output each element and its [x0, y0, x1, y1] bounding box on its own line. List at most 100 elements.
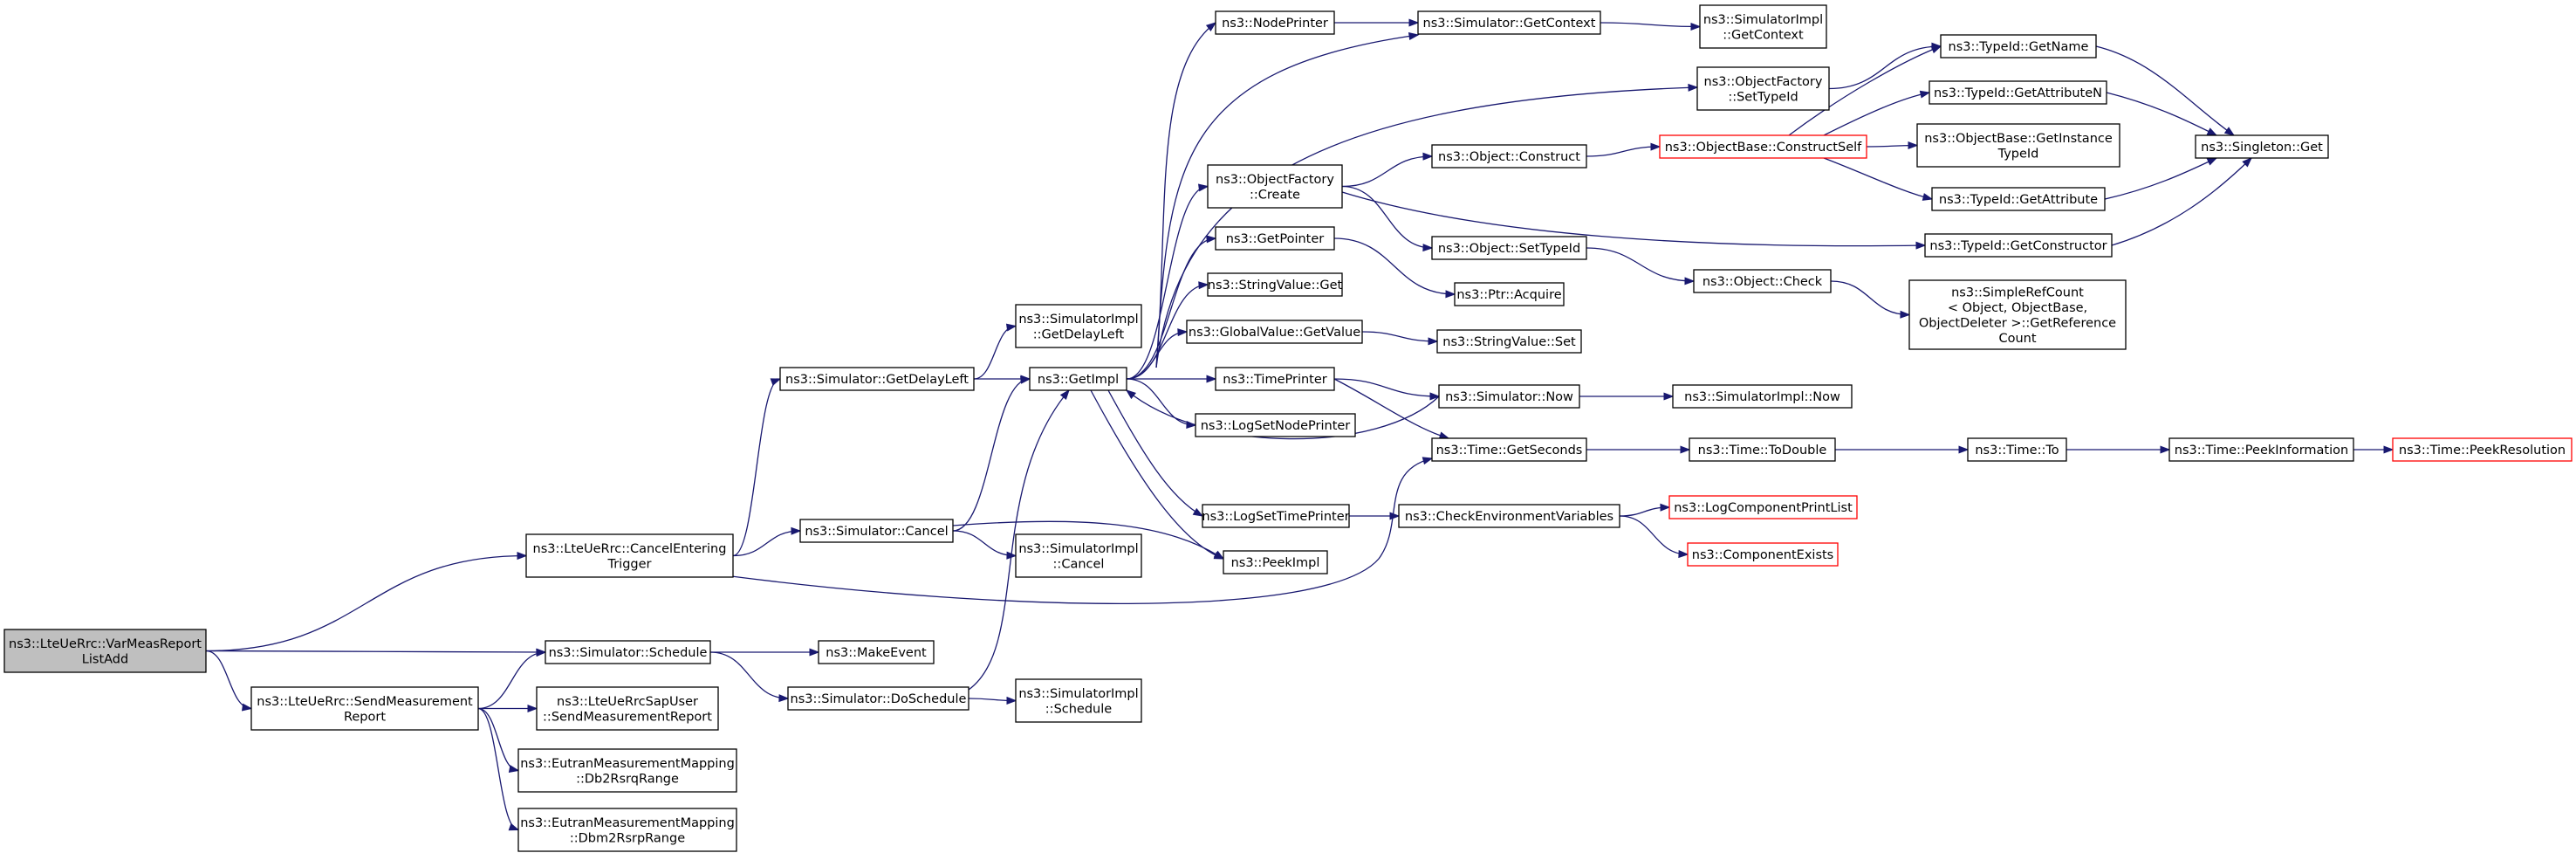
function-node[interactable]: ns3::ComponentExists	[1687, 542, 1839, 567]
function-node[interactable]: ns3::CheckEnvironmentVariables	[1398, 504, 1620, 528]
node-label: ns3::Simulator::Now	[1445, 390, 1573, 404]
arrowhead	[1922, 193, 1934, 201]
arrowhead	[1931, 42, 1942, 51]
node-box	[1672, 384, 1853, 409]
arrowhead	[508, 822, 520, 831]
function-node[interactable]: ns3::Simulator::GetDelayLeft	[779, 367, 975, 391]
function-node[interactable]: ns3::TypeId::GetAttributeN	[1929, 80, 2107, 105]
arrowhead	[1908, 141, 1919, 150]
node-label: TypeId	[1997, 147, 2039, 161]
node-label: ns3::SimulatorImpl	[1703, 13, 1823, 27]
node-box	[1207, 164, 1343, 209]
arrowhead	[2206, 127, 2218, 136]
node-label: ns3::MakeEvent	[826, 646, 927, 660]
node-box	[1687, 542, 1839, 567]
node-box	[1693, 269, 1832, 293]
node-box	[1967, 437, 2067, 462]
arrowhead	[1408, 32, 1420, 40]
function-node[interactable]: ns3::Simulator::Cancel	[799, 519, 954, 543]
node-label: ns3::Object::Construct	[1438, 150, 1580, 164]
arrowhead	[1650, 142, 1661, 151]
node-label: ns3::Ptr::Acquire	[1456, 288, 1561, 302]
call-edge	[973, 325, 1017, 380]
function-node[interactable]: ns3::PeekImpl	[1223, 550, 1328, 574]
call-edge	[1828, 45, 1942, 90]
function-node[interactable]: ns3::StringValue::Set	[1436, 329, 1582, 354]
arrowhead	[1915, 241, 1927, 250]
function-node[interactable]: ns3::Singleton::Get	[2195, 134, 2329, 159]
function-node[interactable]: ns3::GetPointer	[1215, 226, 1335, 251]
call-graph-nodes: ns3::LteUeRrc::VarMeasReportListAddns3::…	[3, 4, 2573, 852]
function-node[interactable]: ns3::Simulator::GetContext	[1417, 10, 1601, 35]
node-label: ns3::Singleton::Get	[2201, 141, 2323, 155]
node-label: ns3::Simulator::GetDelayLeft	[785, 373, 969, 387]
function-node[interactable]: ns3::Simulator::DoSchedule	[787, 686, 969, 711]
function-node[interactable]: ns3::EutranMeasurementMapping::Db2RsrqRa…	[517, 748, 737, 793]
function-node[interactable]: ns3::Object::Construct	[1431, 144, 1587, 169]
call-edge	[1126, 389, 1440, 440]
node-box	[250, 686, 479, 731]
function-node[interactable]: ns3::TypeId::GetConstructor	[1924, 233, 2113, 258]
function-node[interactable]: ns3::SimulatorImpl::GetContext	[1699, 4, 1827, 49]
function-node[interactable]: ns3::NodePrinter	[1215, 10, 1335, 35]
function-node[interactable]: ns3::SimulatorImpl::Cancel	[1015, 533, 1142, 578]
function-node[interactable]: ns3::LteUeRrcSapUser::SendMeasurementRep…	[536, 686, 719, 731]
node-box	[818, 640, 935, 664]
node-label: ns3::Simulator::Cancel	[805, 525, 948, 539]
function-node[interactable]: ns3::Time::PeekInformation	[2168, 437, 2354, 462]
function-node[interactable]: ns3::GlobalValue::GetValue	[1186, 320, 1363, 344]
function-node[interactable]: ns3::SimulatorImpl::GetDelayLeft	[1015, 304, 1142, 348]
function-node[interactable]: ns3::Time::PeekResolution	[2392, 437, 2573, 462]
function-node[interactable]: ns3::Simulator::Now	[1438, 384, 1580, 409]
node-label: ns3::GetImpl	[1038, 373, 1119, 387]
function-node[interactable]: ns3::Simulator::Schedule	[545, 640, 711, 664]
function-node[interactable]: ns3::ObjectFactory::SetTypeId	[1696, 66, 1830, 111]
call-edge	[1341, 185, 1433, 249]
arrowhead	[1690, 22, 1702, 31]
call-graph-edges	[205, 18, 2394, 831]
arrowhead	[1422, 152, 1434, 161]
arrowhead	[1958, 445, 1970, 454]
function-node[interactable]: ns3::SimulatorImpl::Now	[1672, 384, 1853, 409]
function-node[interactable]: ns3::ObjectFactory::Create	[1207, 164, 1343, 209]
function-node[interactable]: ns3::SimulatorImpl::Schedule	[1015, 678, 1142, 723]
node-box	[2168, 437, 2354, 462]
node-label: ::Schedule	[1045, 702, 1112, 716]
function-node[interactable]: ns3::TypeId::GetName	[1940, 34, 2097, 58]
function-node[interactable]: ns3::LteUeRrc::SendMeasurementReport	[250, 686, 479, 731]
function-node[interactable]: ns3::SimpleRefCount< Object, ObjectBase,…	[1908, 279, 2127, 350]
function-node[interactable]: ns3::Time::GetSeconds	[1431, 437, 1587, 462]
function-node[interactable]: ns3::Object::Check	[1693, 269, 1832, 293]
function-node[interactable]: ns3::Ptr::Acquire	[1454, 282, 1565, 306]
arrowhead	[2383, 445, 2394, 454]
function-node[interactable]: ns3::Time::ToDouble	[1689, 437, 1836, 462]
arrowhead	[2242, 157, 2253, 168]
node-box	[1438, 384, 1580, 409]
arrowhead	[1205, 22, 1217, 32]
function-node[interactable]: ns3::Time::To	[1967, 437, 2067, 462]
function-node[interactable]: ns3::Object::SetTypeId	[1431, 236, 1587, 260]
node-label: ns3::Time::ToDouble	[1698, 444, 1827, 457]
function-node[interactable]: ns3::MakeEvent	[818, 640, 935, 664]
node-box	[1908, 279, 2127, 350]
node-label: ::GetDelayLeft	[1033, 327, 1125, 341]
function-node[interactable]: ns3::StringValue::Get	[1207, 272, 1343, 297]
function-node[interactable]: ns3::TypeId::GetAttribute	[1931, 187, 2106, 211]
function-node[interactable]: ns3::LogSetNodePrinter	[1195, 413, 1356, 437]
arrowhead	[1428, 337, 1439, 346]
node-box	[1015, 533, 1142, 578]
function-node[interactable]: ns3::EutranMeasurementMapping::Dbm2RsrpR…	[517, 808, 737, 852]
call-edge	[205, 650, 252, 710]
node-box	[1195, 413, 1356, 437]
function-node[interactable]: ns3::LogSetTimePrinter	[1202, 504, 1350, 528]
arrowhead	[791, 526, 802, 535]
node-box	[1207, 272, 1343, 297]
call-edge	[1107, 389, 1203, 517]
function-node[interactable]: ns3::ObjectBase::ConstructSelf	[1659, 134, 1867, 159]
function-node[interactable]: ns3::GetImpl	[1029, 367, 1127, 391]
function-node[interactable]: ns3::LogComponentPrintList	[1668, 495, 1858, 519]
function-node[interactable]: ns3::TimePrinter	[1215, 367, 1335, 391]
